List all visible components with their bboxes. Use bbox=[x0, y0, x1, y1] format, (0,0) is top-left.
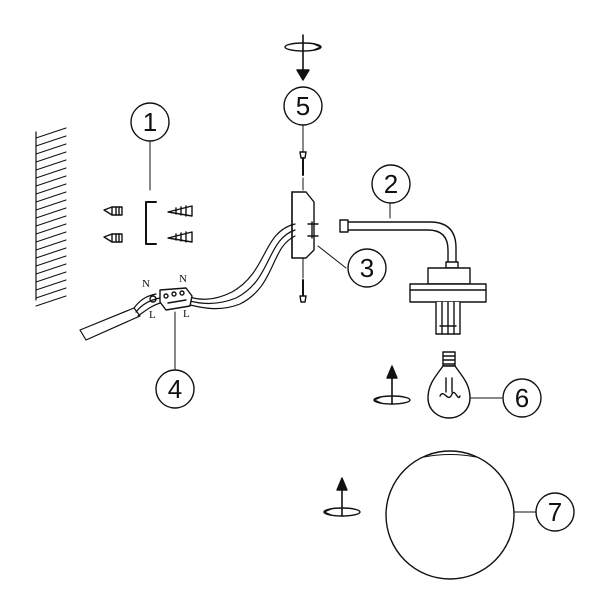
callout-4: 4 bbox=[155, 369, 195, 409]
hatch-stroke bbox=[35, 143, 67, 155]
svg-text:4: 4 bbox=[168, 374, 182, 404]
wiring bbox=[79, 223, 296, 341]
hatch-stroke bbox=[35, 183, 67, 195]
rotation-arrow-top-icon bbox=[284, 34, 322, 81]
svg-text:1: 1 bbox=[143, 107, 157, 137]
part-5-fixing-screws bbox=[284, 34, 322, 303]
terminal-label-neutral-right: N bbox=[179, 273, 187, 285]
hatch-stroke bbox=[35, 167, 67, 179]
part-7-glass-globe bbox=[323, 450, 537, 580]
svg-text:7: 7 bbox=[548, 497, 562, 527]
terminal-label-live-left: L bbox=[149, 309, 156, 321]
hatch-stroke bbox=[35, 287, 67, 299]
rotation-arrow-globe-icon bbox=[323, 477, 361, 517]
hatch-stroke bbox=[35, 247, 67, 259]
hatch-stroke bbox=[35, 239, 67, 251]
hatch-stroke bbox=[35, 127, 67, 139]
hatch-stroke bbox=[35, 295, 67, 307]
svg-text:2: 2 bbox=[384, 169, 398, 199]
screw-top bbox=[299, 151, 307, 176]
hatch-stroke bbox=[35, 159, 67, 171]
hatch-stroke bbox=[35, 271, 67, 283]
screw-lower bbox=[167, 231, 193, 243]
hatch-stroke bbox=[35, 215, 67, 227]
part-4-terminal-block bbox=[149, 287, 193, 371]
rotation-arrow-bulb-icon bbox=[373, 365, 411, 405]
callout-2: 2 bbox=[371, 164, 411, 204]
part-1-mounting-hardware bbox=[103, 141, 193, 245]
terminal-label-live-right: L bbox=[183, 308, 190, 320]
screw-upper bbox=[167, 205, 193, 217]
hatch-stroke bbox=[35, 191, 67, 203]
hatch-stroke bbox=[35, 175, 67, 187]
callout-7: 7 bbox=[535, 492, 575, 532]
part-3-canopy bbox=[291, 191, 347, 269]
hatch-stroke bbox=[35, 231, 67, 243]
callout-6: 6 bbox=[502, 378, 542, 418]
callout-1: 1 bbox=[130, 102, 170, 142]
hatch-stroke bbox=[35, 199, 67, 211]
part-6-bulb bbox=[373, 351, 503, 419]
hatch-stroke bbox=[35, 223, 67, 235]
hatch-stroke bbox=[35, 135, 67, 147]
hatch-stroke bbox=[35, 255, 67, 267]
svg-text:5: 5 bbox=[296, 91, 310, 121]
wall-plug-upper bbox=[103, 206, 123, 216]
hatch-stroke bbox=[35, 207, 67, 219]
hatch-stroke bbox=[35, 263, 67, 275]
svg-text:3: 3 bbox=[360, 253, 374, 283]
screw-bottom bbox=[299, 279, 307, 303]
wall-hatching bbox=[35, 127, 67, 307]
terminal-label-neutral-left: N bbox=[142, 278, 150, 290]
svg-text:6: 6 bbox=[515, 383, 529, 413]
wall-plug-lower bbox=[103, 233, 123, 243]
callout-3: 3 bbox=[347, 248, 387, 288]
callout-5: 5 bbox=[283, 86, 323, 126]
hatch-stroke bbox=[35, 279, 67, 291]
part-2-arm-and-lampholder bbox=[339, 199, 487, 335]
hatch-stroke bbox=[35, 151, 67, 163]
